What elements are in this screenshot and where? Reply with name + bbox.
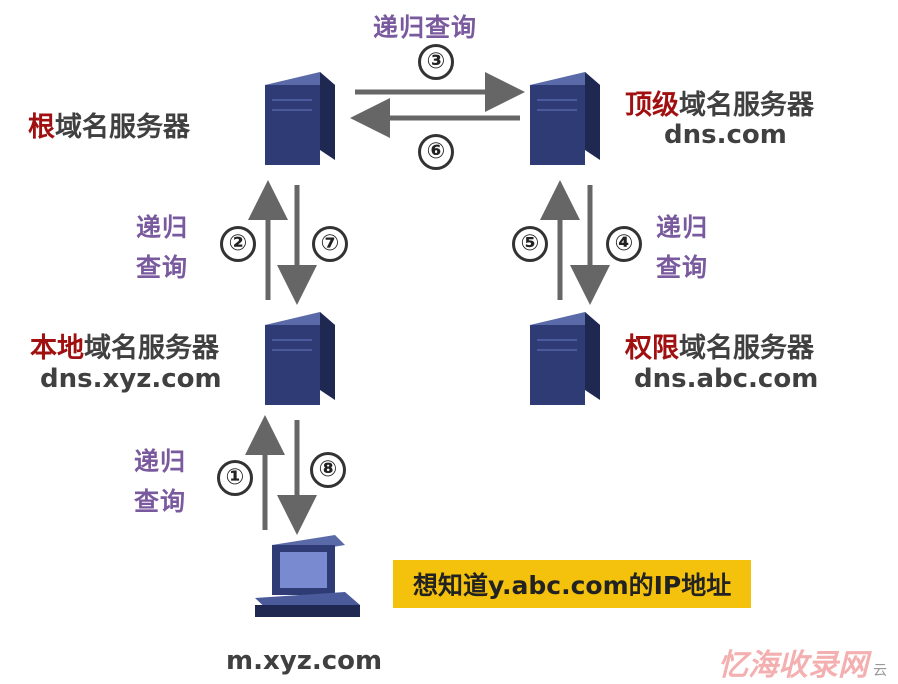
step-4: ④ xyxy=(606,226,642,262)
auth-server-host: dns.abc.com xyxy=(634,364,819,394)
label-recursive-4a: 递归 xyxy=(656,213,709,242)
auth-red-label: 权限 xyxy=(625,333,679,364)
server-icon-auth xyxy=(530,312,600,405)
step-5: ⑤ xyxy=(512,226,548,262)
label-recursive-1b: 查询 xyxy=(134,487,187,516)
watermark: 忆海收录网 云 xyxy=(718,640,887,684)
top-server-host: dns.com xyxy=(664,120,787,150)
label-recursive-top: 递归查询 xyxy=(373,13,478,42)
local-rest-label: 域名服务器 xyxy=(84,333,219,364)
auth-rest-label: 域名服务器 xyxy=(679,333,814,364)
step-6: ⑥ xyxy=(418,134,454,170)
auth-server-title: 权限域名服务器 xyxy=(625,326,814,365)
label-recursive-4b: 查询 xyxy=(656,253,709,282)
step-1: ① xyxy=(217,460,253,496)
server-icon-local xyxy=(265,312,335,405)
step-3: ③ xyxy=(418,44,454,80)
computer-icon-client xyxy=(255,535,360,617)
root-red-label: 根 xyxy=(28,112,55,143)
step-7: ⑦ xyxy=(312,226,348,262)
watermark-small: 云 xyxy=(873,663,888,679)
root-rest-label: 域名服务器 xyxy=(55,112,190,143)
local-server-title: 本地域名服务器 xyxy=(30,326,219,365)
label-recursive-2a: 递归 xyxy=(136,213,189,242)
top-rest-label: 域名服务器 xyxy=(679,90,814,121)
step-8: ⑧ xyxy=(310,452,346,488)
query-note: 想知道y.abc.com的IP地址 xyxy=(393,560,752,608)
local-server-host: dns.xyz.com xyxy=(40,364,222,394)
local-red-label: 本地 xyxy=(30,333,84,364)
client-host: m.xyz.com xyxy=(226,646,383,676)
top-server-title: 顶级域名服务器 xyxy=(625,83,814,122)
root-server-title: 根域名服务器 xyxy=(28,105,190,144)
top-red-label: 顶级 xyxy=(625,90,679,121)
server-icon-top xyxy=(530,72,600,165)
step-2: ② xyxy=(220,226,256,262)
watermark-logo: 忆海收录网 xyxy=(718,648,868,683)
label-recursive-2b: 查询 xyxy=(136,253,189,282)
label-recursive-1a: 递归 xyxy=(134,447,187,476)
server-icon-root xyxy=(265,72,335,165)
